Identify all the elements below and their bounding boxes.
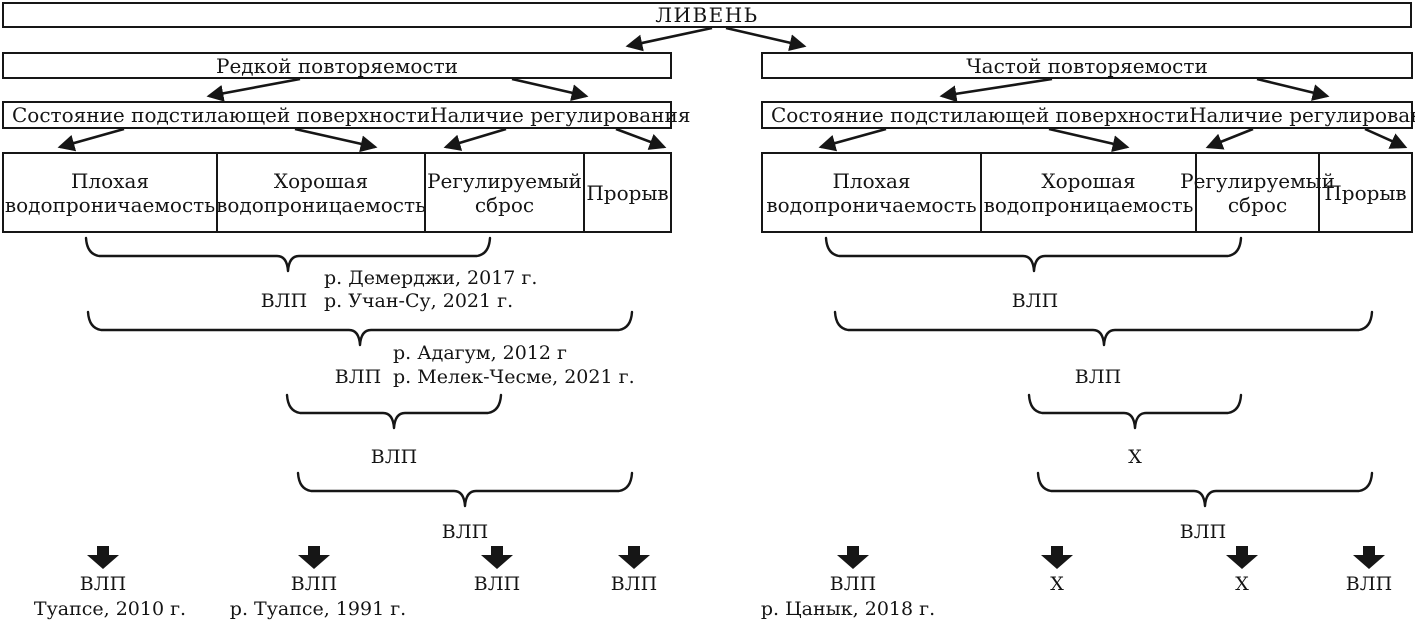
brace3-left-label: ВЛП bbox=[370, 446, 418, 468]
arrow-lregulation-to-cell4 bbox=[615, 127, 667, 150]
left-surface-label: Состояние подстилающей поверхности bbox=[12, 103, 431, 127]
arrow-lsurface-to-cell2 bbox=[294, 127, 378, 153]
left-regulation-label: Наличие регулирования bbox=[430, 103, 691, 127]
right-regulation-label: Наличие регулирования bbox=[1189, 103, 1415, 127]
right-category-row: Плохая водопроничаемость Хорошая водопро… bbox=[761, 152, 1413, 233]
brace-right-4 bbox=[1036, 471, 1374, 508]
down-arrow-icon bbox=[1041, 546, 1073, 569]
down-arrow-icon bbox=[1226, 546, 1258, 569]
left-category-row: Плохая водопроничаемость Хорошая водопро… bbox=[2, 152, 672, 233]
cell-good-permeability: Хорошая водопроницаемость bbox=[980, 154, 1195, 231]
brace1-left-label: ВЛП bbox=[260, 290, 308, 312]
arrow-rsurface-to-cell1 bbox=[818, 127, 887, 152]
right-factors-box: Состояние подстилающей поверхности Налич… bbox=[761, 101, 1415, 129]
right-frequency-box: Частой повторяемости bbox=[761, 52, 1413, 79]
brace3-right-label: Х bbox=[1128, 446, 1142, 468]
cell-regulated-discharge: Регулируемый сброс bbox=[424, 154, 583, 231]
brace2-left-event1: р. Адагум, 2012 г bbox=[393, 342, 567, 364]
brace1-left-event1: р. Демерджи, 2017 г. bbox=[324, 267, 538, 289]
root-box-rainstorm: ЛИВЕНЬ bbox=[2, 2, 1412, 28]
outcome-label: Х bbox=[1050, 573, 1064, 595]
brace-left-3 bbox=[285, 393, 503, 430]
arrow-lfreq-to-regulation bbox=[511, 77, 589, 102]
left-frequency-label: Редкой повторяемости bbox=[215, 53, 459, 78]
brace-left-1 bbox=[84, 236, 492, 273]
brace1-left-event2: р. Учан-Су, 2021 г. bbox=[324, 290, 514, 312]
arrow-lregulation-to-cell3 bbox=[443, 127, 507, 151]
left-factors-box: Состояние подстилающей поверхности Налич… bbox=[2, 101, 690, 129]
down-arrow-icon bbox=[1353, 546, 1385, 569]
arrow-rsurface-to-cell2 bbox=[1048, 127, 1130, 153]
brace4-left-label: ВЛП bbox=[441, 521, 489, 543]
outcome-label: Х bbox=[1235, 573, 1249, 595]
down-arrow-icon bbox=[87, 546, 119, 569]
cell-poor-permeability: Плохая водопроничаемость bbox=[766, 168, 977, 217]
cell-regulated-discharge: Регулируемый сброс bbox=[1180, 154, 1335, 231]
left-frequency-box: Редкой повторяемости bbox=[2, 52, 672, 79]
left-category-cells: Плохая водопроничаемость Хорошая водопро… bbox=[4, 154, 670, 231]
brace2-left-label: ВЛП bbox=[334, 366, 382, 388]
right-surface-label: Состояние подстилающей поверхности bbox=[771, 103, 1190, 127]
arrow-lsurface-to-cell1 bbox=[57, 127, 125, 152]
outcome-label: ВЛП bbox=[1345, 573, 1393, 595]
brace-right-2 bbox=[833, 310, 1374, 347]
outcome-label: ВЛП bbox=[290, 573, 338, 595]
brace-right-3 bbox=[1027, 393, 1243, 430]
arrow-lfreq-to-surface bbox=[206, 77, 301, 102]
outcome-label: ВЛП bbox=[829, 573, 877, 595]
down-arrow-icon bbox=[618, 546, 650, 569]
arrow-rfreq-to-regulation bbox=[1256, 77, 1330, 101]
cell-breakthrough: Прорыв bbox=[583, 154, 670, 231]
down-arrow-icon bbox=[837, 546, 869, 569]
outcome-note: р. Цанык, 2018 г. bbox=[760, 598, 936, 620]
brace2-right-label: ВЛП bbox=[1074, 366, 1122, 388]
cell-breakthrough: Прорыв bbox=[1318, 154, 1411, 231]
outcome-note: р. Туапсе, 1991 г. bbox=[229, 598, 407, 620]
brace-left-2 bbox=[86, 310, 634, 347]
right-category-cells: Плохая водопроничаемость Хорошая водопро… bbox=[763, 154, 1411, 231]
cell-poor-permeability: Плохая водопроничаемость bbox=[4, 168, 216, 217]
outcome-label: ВЛП bbox=[610, 573, 658, 595]
root-label: ЛИВЕНЬ bbox=[655, 3, 759, 27]
right-frequency-label: Частой повторяемости bbox=[966, 53, 1208, 78]
cell-good-permeability: Хорошая водопроницаемость bbox=[216, 154, 426, 231]
outcome-label: ВЛП bbox=[473, 573, 521, 595]
arrow-root-to-right bbox=[725, 26, 807, 52]
arrow-rregulation-to-cell3 bbox=[1205, 127, 1254, 150]
arrow-rregulation-to-cell4 bbox=[1364, 127, 1408, 149]
brace1-right-label: ВЛП bbox=[1011, 290, 1059, 312]
down-arrow-icon bbox=[298, 546, 330, 569]
brace-right-1 bbox=[824, 236, 1243, 273]
arrow-root-to-left bbox=[625, 26, 713, 52]
brace-left-4 bbox=[296, 471, 634, 508]
brace2-left-event2: р. Мелек-Чесме, 2021 г. bbox=[393, 366, 635, 388]
outcome-label: ВЛП bbox=[79, 573, 127, 595]
brace4-right-label: ВЛП bbox=[1179, 521, 1227, 543]
outcome-note: Туапсе, 2010 г. bbox=[33, 598, 187, 620]
arrow-rfreq-to-surface bbox=[939, 77, 1053, 103]
down-arrow-icon bbox=[481, 546, 513, 569]
